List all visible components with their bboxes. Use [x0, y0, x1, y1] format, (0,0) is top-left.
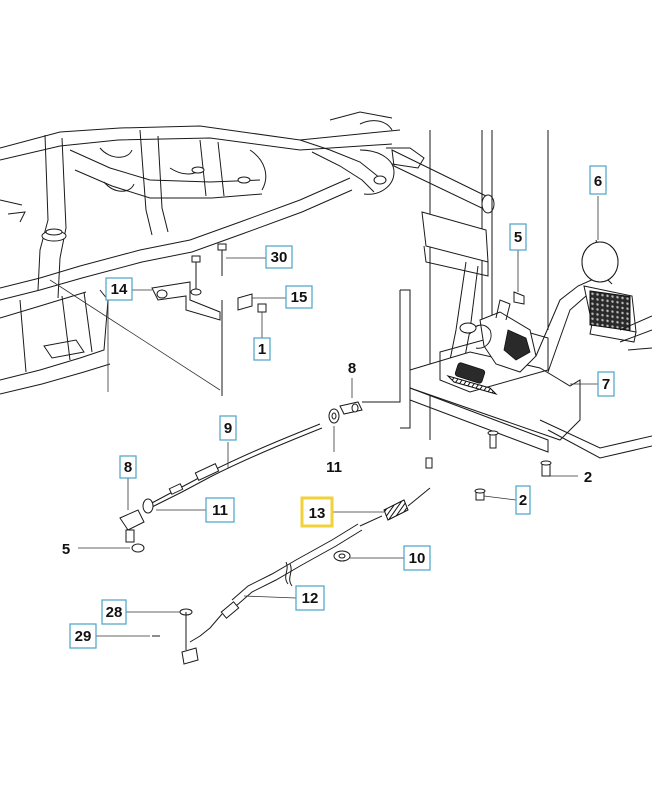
svg-text:28: 28: [106, 604, 123, 621]
callout-28[interactable]: 28: [101, 599, 127, 625]
bracket-assembly: [151, 243, 267, 396]
callout-labels: 30 14 15 1 6 5 7 8 9: [62, 165, 615, 649]
svg-text:30: 30: [271, 249, 288, 266]
callout-6[interactable]: 6: [589, 165, 607, 195]
callout-2-mid[interactable]: 2: [515, 485, 531, 515]
svg-text:1: 1: [258, 341, 266, 358]
callout-5-top[interactable]: 5: [509, 223, 527, 251]
svg-text:11: 11: [326, 459, 342, 476]
callout-2-right: 2: [584, 469, 592, 486]
pedal-assembly: [391, 130, 652, 501]
cable-12-13: [152, 487, 431, 665]
svg-text:10: 10: [409, 550, 426, 567]
callout-14[interactable]: 14: [105, 277, 133, 301]
callout-5-left: 5: [62, 541, 70, 558]
svg-text:8: 8: [124, 459, 132, 476]
callout-7[interactable]: 7: [597, 371, 615, 397]
svg-text:2: 2: [584, 469, 592, 486]
callout-15[interactable]: 15: [285, 285, 313, 309]
callout-29[interactable]: 29: [69, 623, 97, 649]
svg-text:14: 14: [111, 281, 128, 298]
callout-1[interactable]: 1: [253, 337, 271, 361]
chassis-frame: [0, 111, 425, 395]
callout-10[interactable]: 10: [403, 545, 431, 571]
svg-text:7: 7: [602, 376, 610, 393]
svg-text:5: 5: [62, 541, 70, 558]
callout-13-selected[interactable]: 13: [300, 496, 334, 528]
callout-11-top: 11: [326, 459, 342, 476]
callout-12[interactable]: 12: [295, 585, 325, 611]
svg-text:13: 13: [309, 505, 326, 522]
callout-8-left[interactable]: 8: [119, 455, 137, 479]
callout-9[interactable]: 9: [219, 415, 237, 441]
callout-8-top: 8: [348, 360, 356, 377]
callout-30[interactable]: 30: [265, 245, 293, 269]
svg-text:6: 6: [594, 173, 602, 190]
cable-9: [119, 290, 401, 553]
svg-text:15: 15: [291, 289, 308, 306]
svg-text:5: 5: [514, 229, 522, 246]
leader-lines: [49, 196, 599, 637]
svg-text:9: 9: [224, 420, 232, 437]
svg-text:11: 11: [212, 502, 228, 519]
svg-text:8: 8: [348, 360, 356, 377]
svg-text:29: 29: [75, 628, 92, 645]
callout-11-left[interactable]: 11: [205, 497, 235, 523]
svg-text:2: 2: [519, 492, 527, 509]
svg-text:12: 12: [302, 590, 319, 607]
